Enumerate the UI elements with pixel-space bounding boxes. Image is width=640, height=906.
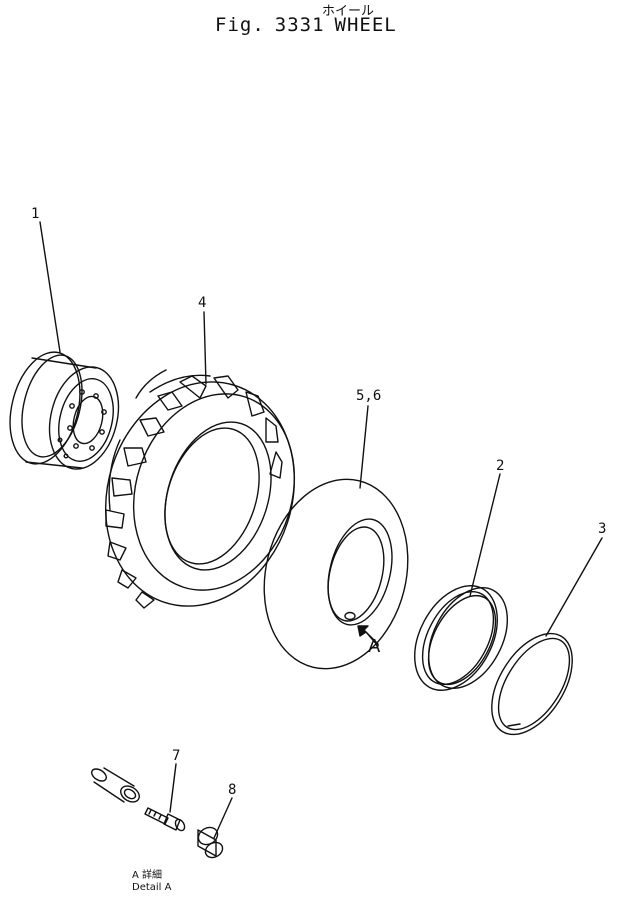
- valve-detail-a: [91, 767, 224, 859]
- fig-name: WHEEL: [334, 14, 397, 36]
- leader-lines: [39, 221, 603, 839]
- callout-4: 4: [198, 295, 207, 311]
- rim-wheel-part-1: [9, 351, 120, 470]
- callout-3: 3: [598, 521, 607, 537]
- callout-1: 1: [31, 206, 40, 222]
- callout-2: 2: [496, 458, 505, 474]
- detail-label: A 詳細 Detail A: [132, 870, 171, 894]
- callout-8: 8: [228, 782, 237, 798]
- title-japanese: ホイール: [322, 4, 375, 19]
- tube-part-5-6: [263, 478, 409, 670]
- side-ring-part-2: [414, 585, 508, 691]
- fig-number: 3331: [274, 14, 325, 36]
- figure-title: Fig. 3331 WHEEL: [215, 14, 407, 36]
- lock-ring-part-3: [491, 632, 573, 736]
- fig-label: Fig.: [215, 14, 265, 36]
- tire-part-4: [104, 369, 296, 609]
- detail-marker-a: A: [368, 636, 381, 657]
- detail-label-en: Detail A: [132, 882, 172, 893]
- detail-label-jp: A 詳細: [132, 870, 163, 881]
- callout-5-6: 5,6: [356, 388, 382, 404]
- callout-7: 7: [172, 748, 181, 764]
